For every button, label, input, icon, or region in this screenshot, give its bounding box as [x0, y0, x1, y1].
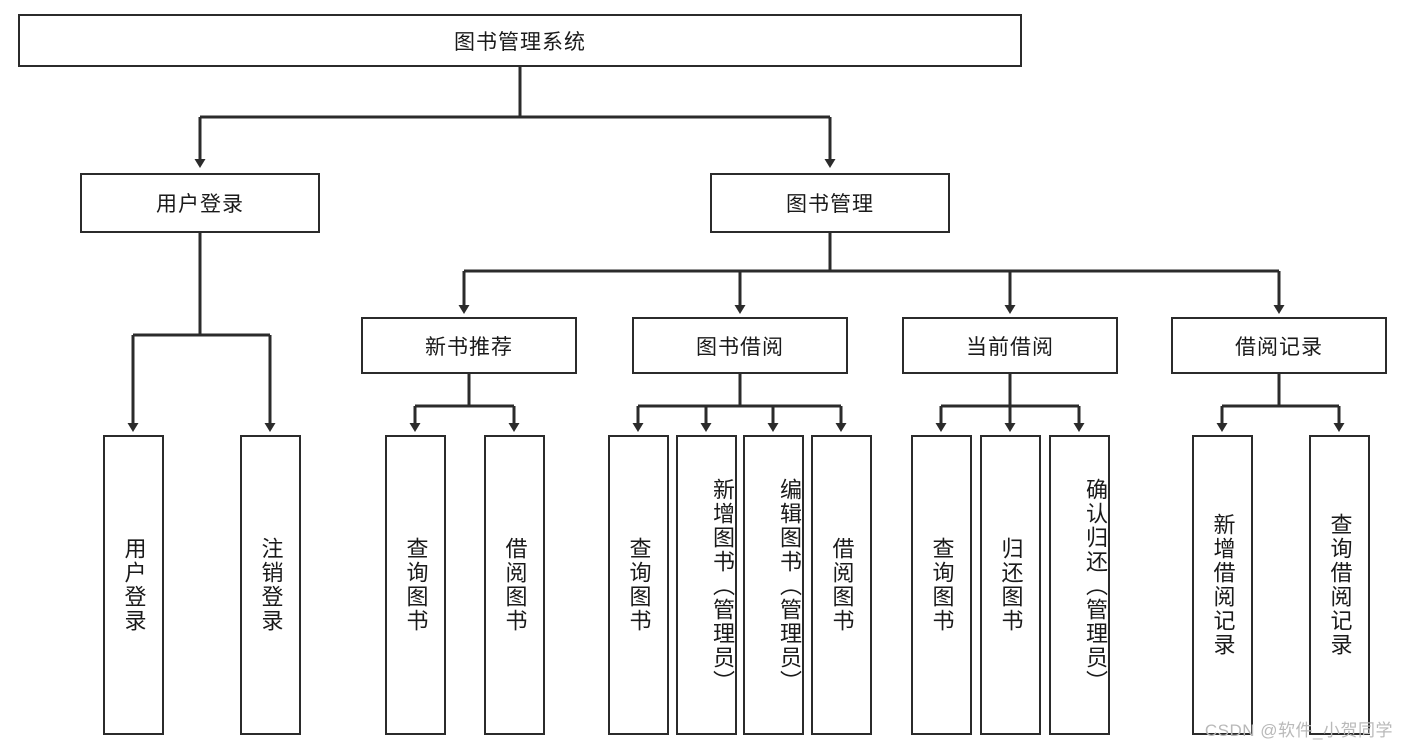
leaf-query-book-borrow[interactable]: 查询图书 [608, 435, 669, 735]
node-current-borrow[interactable]: 当前借阅 [902, 317, 1118, 374]
node-book-borrow[interactable]: 图书借阅 [632, 317, 848, 374]
leaf-borrow-book-recommend[interactable]: 借阅图书 [484, 435, 545, 735]
node-label: 新增图书（管理员） [710, 478, 735, 694]
node-label: 图书管理系统 [454, 30, 586, 54]
node-new-book-recommend[interactable]: 新书推荐 [361, 317, 577, 374]
leaf-return-book[interactable]: 归还图书 [980, 435, 1041, 735]
node-label: 当前借阅 [966, 335, 1054, 359]
node-label: 查询图书 [626, 537, 652, 633]
leaf-logout-login[interactable]: 注销登录 [240, 435, 301, 735]
node-label: 编辑图书（管理员） [777, 478, 802, 694]
node-borrow-record[interactable]: 借阅记录 [1171, 317, 1387, 374]
leaf-add-book-admin[interactable]: 新增图书（管理员） [676, 435, 737, 735]
node-label: 新增借阅记录 [1210, 513, 1236, 657]
node-label: 新书推荐 [425, 335, 513, 359]
node-label: 查询图书 [403, 537, 429, 633]
node-label: 借阅图书 [829, 537, 855, 633]
node-label: 确认归还（管理员） [1083, 478, 1108, 694]
node-label: 用户登录 [121, 537, 147, 633]
node-label: 用户登录 [156, 193, 244, 216]
leaf-confirm-return-admin[interactable]: 确认归还（管理员） [1049, 435, 1110, 735]
watermark: CSDN @软件_小贺同学 [1204, 721, 1393, 740]
node-book-manage[interactable]: 图书管理 [710, 173, 950, 233]
leaf-user-login[interactable]: 用户登录 [103, 435, 164, 735]
leaf-borrow-book[interactable]: 借阅图书 [811, 435, 872, 735]
node-label: 借阅记录 [1235, 335, 1323, 359]
leaf-query-book-current[interactable]: 查询图书 [911, 435, 972, 735]
node-label: 归还图书 [998, 537, 1024, 633]
node-label: 图书借阅 [696, 335, 784, 359]
node-label: 查询图书 [929, 537, 955, 633]
leaf-add-borrow-record[interactable]: 新增借阅记录 [1192, 435, 1253, 735]
node-label: 注销登录 [258, 537, 284, 633]
node-label: 查询借阅记录 [1327, 513, 1353, 657]
leaf-query-borrow-record[interactable]: 查询借阅记录 [1309, 435, 1370, 735]
node-label: 借阅图书 [502, 537, 528, 633]
leaf-edit-book-admin[interactable]: 编辑图书（管理员） [743, 435, 804, 735]
node-user-login[interactable]: 用户登录 [80, 173, 320, 233]
leaf-query-book-recommend[interactable]: 查询图书 [385, 435, 446, 735]
node-label: 图书管理 [786, 193, 874, 216]
node-root-system[interactable]: 图书管理系统 [18, 14, 1022, 67]
